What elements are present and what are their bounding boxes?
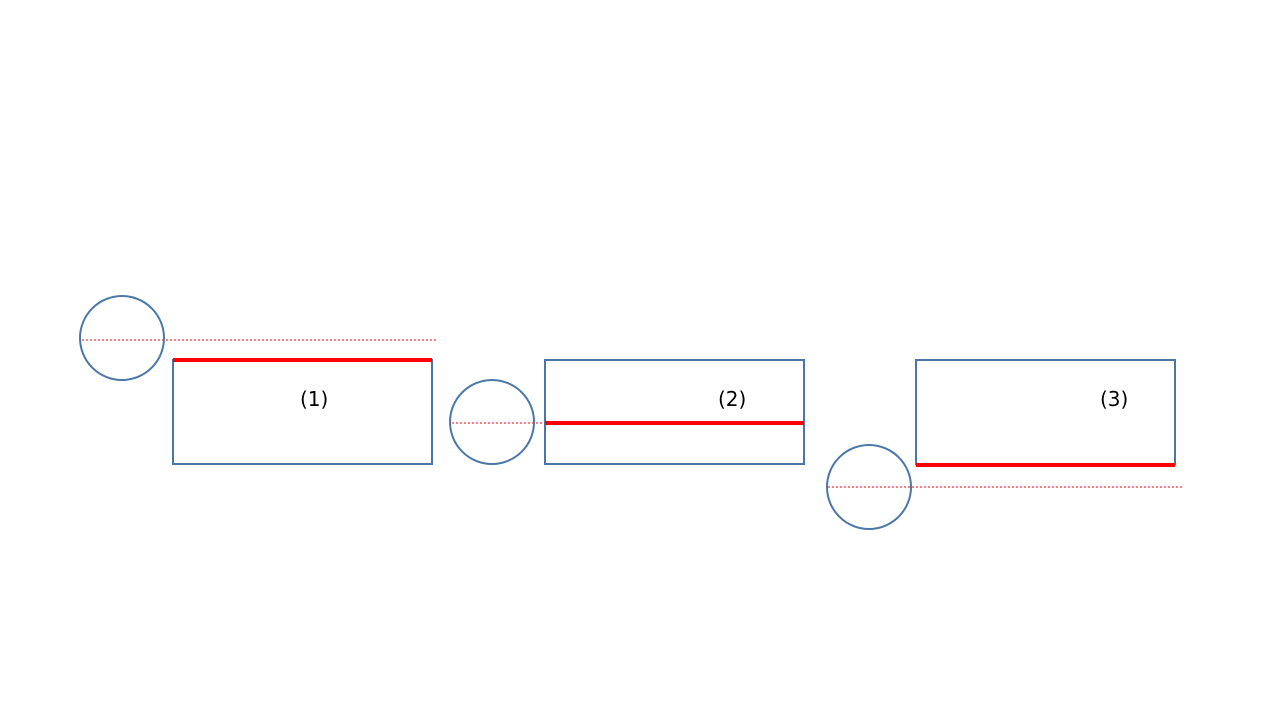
panel-2-circle <box>449 379 535 465</box>
panel-1-circle <box>79 295 165 381</box>
panel-2-rectangle <box>544 359 805 465</box>
panel-1-label: (1) <box>300 387 328 411</box>
panel-1: (1) <box>79 295 438 465</box>
panel-3-rectangle <box>915 359 1176 465</box>
panel-2-label: (2) <box>718 387 746 411</box>
panel-3: (3) <box>826 359 1183 530</box>
panel-2: (2) <box>449 359 805 465</box>
panel-3-label: (3) <box>1100 387 1128 411</box>
panel-1-rectangle <box>172 359 433 465</box>
panel-3-circle <box>826 444 912 530</box>
